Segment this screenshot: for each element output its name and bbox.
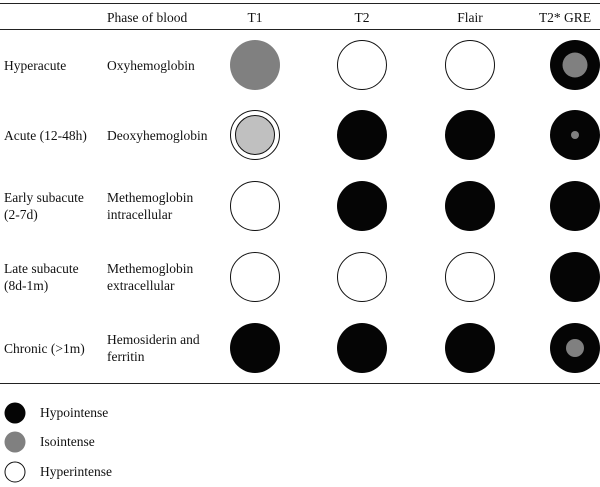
row-stage: Acute (12-48h): [4, 127, 87, 144]
cell-t2-hypointense: [337, 323, 387, 373]
cell-t1-hypointense: [230, 323, 280, 373]
cell-t1-hyperintense: [230, 181, 280, 231]
legend-swatch-hyperintense: [4, 461, 26, 483]
cell-t2star-hypointense: [550, 252, 600, 302]
cell-flair-hypointense: [445, 110, 495, 160]
cell-t1-light-core: [235, 115, 275, 155]
row-phase-line: Hemosiderin and: [107, 332, 200, 347]
row-stage-line: (8d-1m): [4, 278, 49, 293]
legend-label: Hyperintense: [40, 464, 112, 479]
row-phase-line: Oxyhemoglobin: [107, 57, 195, 73]
row-stage: Late subacute (8d-1m): [4, 260, 79, 294]
row-stage-line: Hyperacute: [4, 57, 67, 73]
row-phase-line: Methemoglobin: [107, 261, 194, 276]
row-phase-line: ferritin: [107, 349, 145, 364]
cell-flair-hypointense: [445, 323, 495, 373]
header-t2star-gre: T2* GRE: [538, 10, 592, 25]
cell-t2star-iso-core: [562, 52, 588, 78]
row-phase-line: extracellular: [107, 278, 175, 293]
header-t2: T2: [354, 10, 370, 25]
row-stage-line: Acute (12-48h): [4, 127, 87, 143]
cell-t2-hypointense: [337, 110, 387, 160]
cell-t2-hyperintense: [337, 40, 387, 90]
row-phase: Oxyhemoglobin: [107, 57, 195, 74]
row-phase: Methemoglobin intracellular: [107, 189, 193, 223]
bottom-rule: [0, 383, 600, 384]
cell-flair-hyperintense: [445, 252, 495, 302]
legend-swatch-hypointense: [4, 402, 26, 424]
row-stage: Hyperacute: [4, 57, 66, 74]
cell-t2-hypointense: [337, 181, 387, 231]
cell-t2star-iso-dot: [571, 131, 579, 139]
row-phase-line: Methemoglobin: [107, 190, 194, 205]
row-phase-line: intracellular: [107, 207, 173, 222]
header-phase: Phase of blood: [107, 10, 188, 25]
row-stage: Early subacute (2-7d): [4, 189, 84, 223]
cell-t2-hyperintense: [337, 252, 387, 302]
row-stage-line: (2-7d): [4, 207, 38, 222]
cell-flair-hyperintense: [445, 40, 495, 90]
legend-label: Isointense: [40, 434, 95, 449]
row-phase: Deoxyhemoglobin: [107, 127, 208, 144]
row-phase-line: Deoxyhemoglobin: [107, 127, 208, 143]
top-rule: [0, 3, 600, 4]
header-rule: [0, 29, 600, 30]
cell-t1-hyperintense: [230, 252, 280, 302]
cell-t1-isointense: [230, 40, 280, 90]
row-stage-line: Early subacute: [4, 190, 84, 205]
row-stage-line: Late subacute: [4, 261, 79, 276]
header-t1: T1: [247, 10, 263, 25]
row-phase: Hemosiderin and ferritin: [107, 331, 200, 365]
cell-t2star-hypointense: [550, 181, 600, 231]
header-flair: Flair: [457, 10, 483, 25]
row-phase: Methemoglobin extracellular: [107, 260, 193, 294]
cell-flair-hypointense: [445, 181, 495, 231]
cell-t2star-iso-core: [566, 339, 584, 357]
row-stage-line: Chronic (>1m): [4, 340, 85, 356]
legend-swatch-isointense: [4, 431, 26, 453]
row-stage: Chronic (>1m): [4, 340, 85, 357]
legend-label: Hypointense: [40, 405, 109, 420]
